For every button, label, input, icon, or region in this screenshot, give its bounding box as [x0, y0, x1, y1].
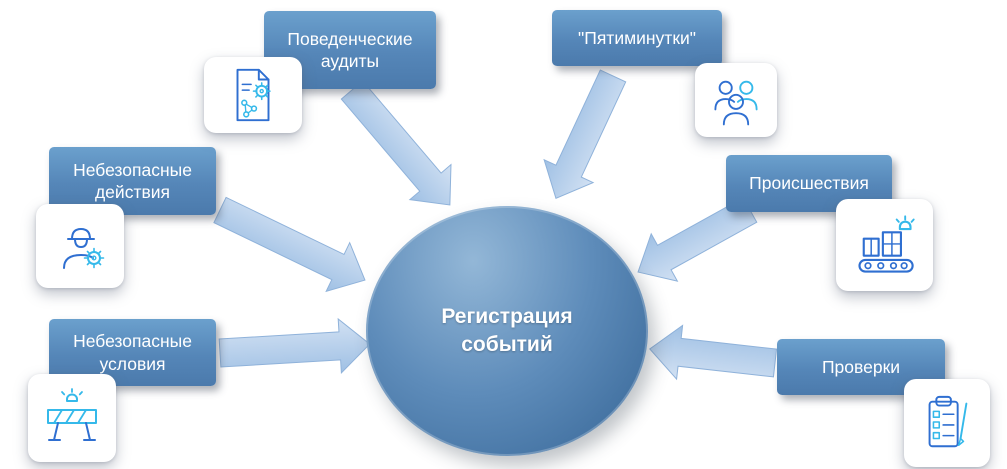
center-ellipse: Регистрация событий — [366, 206, 648, 456]
arrow-inspections — [649, 324, 778, 381]
arrow-five-minute-talks — [543, 69, 627, 200]
icon-card-incidents — [836, 199, 933, 291]
people-group-icon — [714, 80, 758, 126]
icon-card-five-minute-talks — [695, 63, 777, 137]
checklist-pen-icon — [928, 395, 968, 448]
conveyor-alarm-icon — [857, 215, 915, 273]
center-label: Регистрация событий — [441, 304, 573, 356]
icon-card-unsafe-conditions — [28, 374, 116, 462]
icon-card-unsafe-actions — [36, 204, 124, 288]
worker-gear-icon — [63, 228, 105, 269]
barrier-alarm-icon — [47, 388, 97, 441]
arrow-unsafe-actions — [213, 196, 366, 293]
arrow-unsafe-conditions — [218, 317, 371, 374]
node-box-five-minute-talks: "Пятиминутки" — [552, 10, 722, 66]
arrow-behavioral-audits — [340, 80, 452, 206]
node-box-unsafe-actions: Небезопасные действия — [49, 147, 216, 215]
icon-card-inspections — [904, 379, 990, 467]
document-gear-icon — [236, 68, 271, 122]
icon-card-behavioral-audits — [204, 57, 302, 133]
